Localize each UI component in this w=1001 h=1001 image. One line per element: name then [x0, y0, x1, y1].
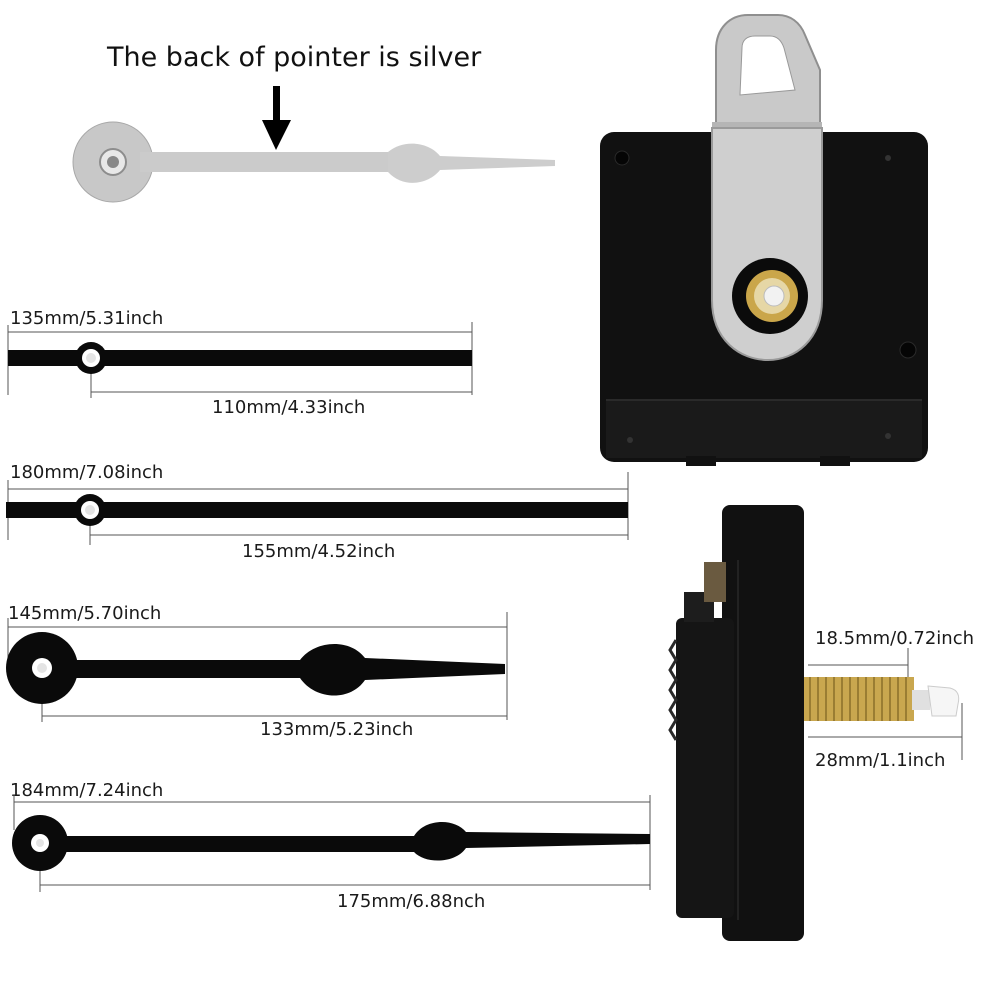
- hand-4-total-length: 184mm/7.24inch: [10, 780, 164, 801]
- hand-3-dimension-lines: [7, 612, 508, 722]
- hand-3-total-length: 145mm/5.70inch: [8, 603, 162, 624]
- hand-2-total-length: 180mm/7.08inch: [10, 462, 164, 483]
- hand-4-effective-length: 175mm/6.88nch: [337, 891, 486, 912]
- threaded-shaft: [804, 677, 960, 721]
- hand-1: [8, 342, 472, 374]
- down-arrow-icon: [262, 86, 291, 150]
- hand-2: [6, 494, 628, 526]
- hand-1-total-length: 135mm/5.31inch: [10, 308, 164, 329]
- movement-side-view: [668, 505, 963, 941]
- movement-back-view: [600, 14, 928, 466]
- shaft-total-length: 28mm/1.1inch: [815, 750, 946, 771]
- shaft-dimension-lines: [808, 648, 963, 760]
- hand-3-effective-length: 133mm/5.23inch: [260, 719, 414, 740]
- hand-1-dimension-lines: [7, 322, 473, 398]
- silver-back-note: The back of pointer is silver: [107, 42, 482, 73]
- silver-hand-back: [72, 121, 555, 203]
- shaft-thread-length: 18.5mm/0.72inch: [815, 628, 975, 649]
- hand-2-effective-length: 155mm/4.52inch: [242, 541, 396, 562]
- hand-3: [6, 632, 505, 704]
- hand-4: [12, 815, 650, 871]
- hand-1-effective-length: 110mm/4.33inch: [212, 397, 366, 418]
- shaft-front: [746, 270, 798, 322]
